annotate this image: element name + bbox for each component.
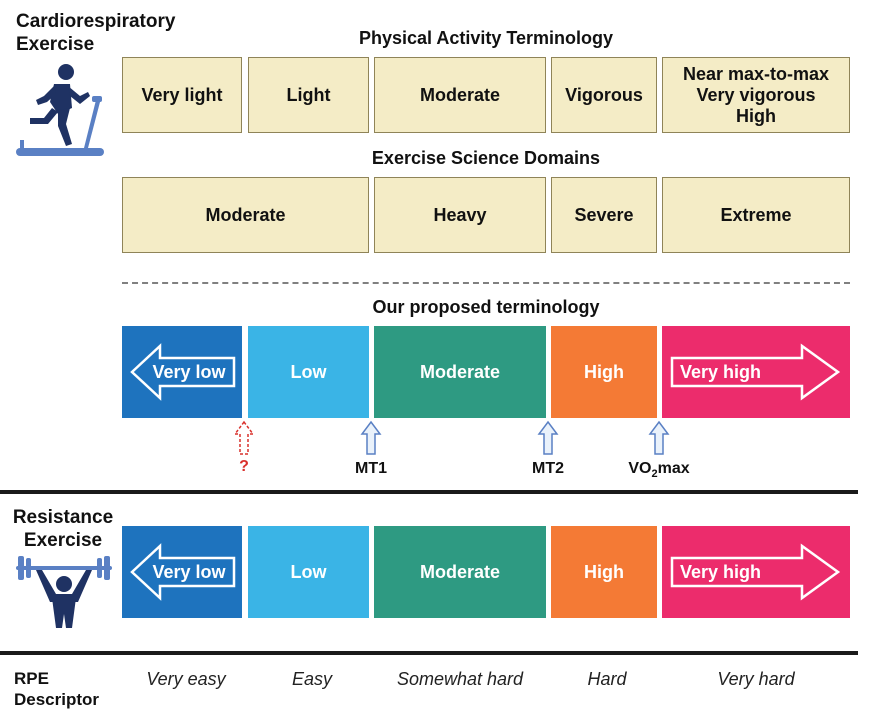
section-divider-top bbox=[0, 490, 858, 494]
resistance-label-very-high: Very high bbox=[680, 561, 762, 582]
pa-box-very-light: Very light bbox=[122, 57, 242, 133]
rpe-hard: Hard bbox=[587, 669, 627, 689]
proposed-label-moderate: Moderate bbox=[419, 361, 500, 382]
mt2-label: MT2 bbox=[532, 460, 564, 477]
pa-box-moderate: Moderate bbox=[374, 57, 546, 133]
resistance-box-very-high: Very high bbox=[662, 526, 850, 618]
mt2-up-arrow-icon bbox=[537, 420, 559, 455]
treadmill-runner-icon bbox=[16, 64, 104, 156]
rpe-label-line1: RPE bbox=[14, 669, 49, 688]
section-divider-bottom bbox=[0, 651, 858, 655]
proposed-box-low: Low bbox=[248, 326, 369, 418]
rpe-label-line2: Descriptor bbox=[14, 690, 100, 709]
resistance-right-arrow-icon bbox=[670, 543, 841, 601]
resistance-label-very-low: Very low bbox=[152, 561, 226, 582]
proposed-box-very-high: Very high bbox=[662, 326, 850, 418]
cardio-label-line2: Exercise bbox=[16, 34, 95, 55]
exercise-science-heading: Exercise Science Domains bbox=[371, 148, 601, 168]
esd-box-moderate: Moderate bbox=[122, 177, 369, 253]
right-arrow-icon bbox=[670, 343, 841, 401]
resistance-box-high: High bbox=[551, 526, 657, 618]
cardio-section-label: Cardiorespiratory Exercise bbox=[16, 10, 175, 56]
esd-box-heavy: Heavy bbox=[374, 177, 546, 253]
unknown-threshold-label: ? bbox=[239, 458, 249, 475]
mt1-label: MT1 bbox=[355, 460, 387, 477]
rpe-very-hard: Very hard bbox=[717, 669, 795, 689]
esd-box-extreme: Extreme bbox=[662, 177, 850, 253]
rpe-very-easy: Very easy bbox=[146, 669, 226, 689]
rpe-section-label: RPE Descriptor bbox=[14, 668, 99, 710]
resistance-label-low: Low bbox=[290, 561, 327, 582]
proposed-box-moderate: Moderate bbox=[374, 326, 546, 418]
proposed-label-high: High bbox=[584, 361, 624, 382]
resistance-box-moderate: Moderate bbox=[374, 526, 546, 618]
proposed-box-very-low: Very low bbox=[122, 326, 242, 418]
physical-activity-heading: Physical Activity Terminology bbox=[358, 28, 614, 48]
dashed-divider bbox=[122, 282, 850, 284]
pa-box-light: Light bbox=[248, 57, 369, 133]
rpe-somewhat-hard: Somewhat hard bbox=[396, 669, 524, 689]
mt1-up-arrow-icon bbox=[360, 420, 382, 455]
cardio-label-line1: Cardiorespiratory bbox=[16, 11, 176, 32]
vo2max-up-arrow-icon bbox=[648, 420, 670, 455]
vo2max-label: VO2max bbox=[628, 460, 690, 481]
resistance-box-low: Low bbox=[248, 526, 369, 618]
resistance-label-high: High bbox=[584, 561, 624, 582]
esd-box-severe: Severe bbox=[551, 177, 657, 253]
pa-box-vigorous: Vigorous bbox=[551, 57, 657, 133]
proposed-label-low: Low bbox=[290, 361, 327, 382]
proposed-label-very-high: Very high bbox=[680, 361, 762, 382]
proposed-heading: Our proposed terminology bbox=[372, 297, 600, 317]
dashed-up-arrow-icon bbox=[233, 420, 255, 455]
resistance-label-moderate: Moderate bbox=[419, 561, 500, 582]
pa-box-near-max: Near max-to-max Very vigorous High bbox=[662, 57, 850, 133]
weightlifter-icon bbox=[16, 556, 112, 628]
rpe-easy: Easy bbox=[291, 669, 333, 689]
resistance-box-very-low: Very low bbox=[122, 526, 242, 618]
proposed-box-high: High bbox=[551, 326, 657, 418]
resistance-label-line2: Exercise bbox=[23, 530, 103, 551]
left-arrow-icon bbox=[130, 343, 236, 401]
proposed-label-very-low: Very low bbox=[152, 361, 226, 382]
resistance-label-line1: Resistance bbox=[12, 507, 114, 528]
resistance-left-arrow-icon bbox=[130, 543, 236, 601]
resistance-section-label: Resistance Exercise bbox=[8, 506, 118, 552]
